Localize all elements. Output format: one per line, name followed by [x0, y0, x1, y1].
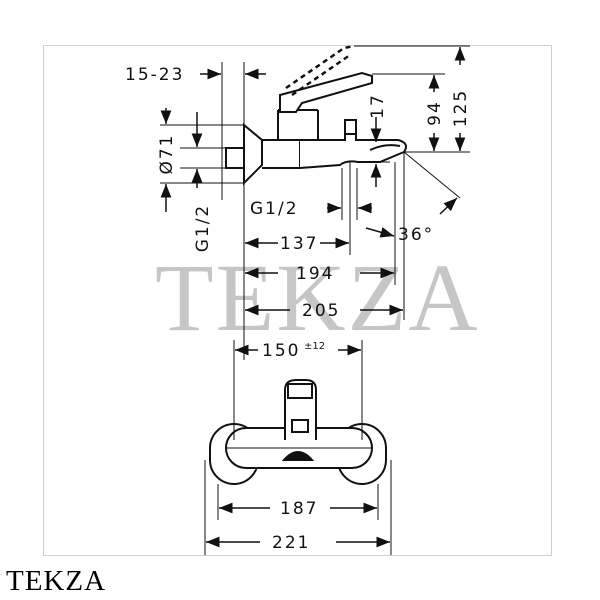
dim-label-diameter-71: Ø71 [157, 133, 177, 174]
front-view [209, 379, 387, 485]
lever-handle [279, 71, 373, 113]
dim-label-205: 205 [302, 301, 340, 321]
brand-logo-text: TEKZA [6, 565, 107, 597]
extension-lines [160, 45, 470, 360]
spout-curve [369, 144, 401, 151]
front-extension-lines [204, 340, 392, 555]
cartridge-cap [291, 419, 309, 433]
dim-label-137: 137 [280, 234, 318, 254]
dim-label-187: 187 [280, 499, 318, 519]
watermark-text: TEKZA [155, 244, 480, 351]
dim-label-17: 17 [368, 93, 388, 119]
diverter-knob [344, 119, 357, 135]
mixer-body [262, 139, 301, 169]
dim-label-150-tolerance: ±12 [304, 341, 325, 352]
dim-label-g12-horizontal: G1/2 [250, 199, 299, 219]
lever-raised-position-lower [291, 53, 351, 97]
drawing-frame [43, 45, 552, 556]
mixer-stem [277, 110, 319, 140]
spout [299, 133, 407, 169]
dim-label-94: 94 [425, 100, 445, 126]
dimension-lines [160, 47, 466, 316]
lever-top [287, 383, 313, 399]
dim-label-150: 150 [262, 341, 300, 361]
front-dimension-lines [206, 344, 390, 548]
dim-label-194: 194 [296, 264, 334, 284]
dim-label-15-23: 15-23 [125, 65, 184, 85]
front-spout-outlet [281, 451, 315, 461]
dim-label-36-deg: 36° [398, 225, 434, 245]
dim-label-g12-vertical: G1/2 [193, 204, 213, 253]
wall-connector [225, 147, 245, 169]
escutcheon [243, 122, 263, 186]
dim-label-125: 125 [451, 89, 471, 127]
dim-label-221: 221 [272, 533, 310, 553]
